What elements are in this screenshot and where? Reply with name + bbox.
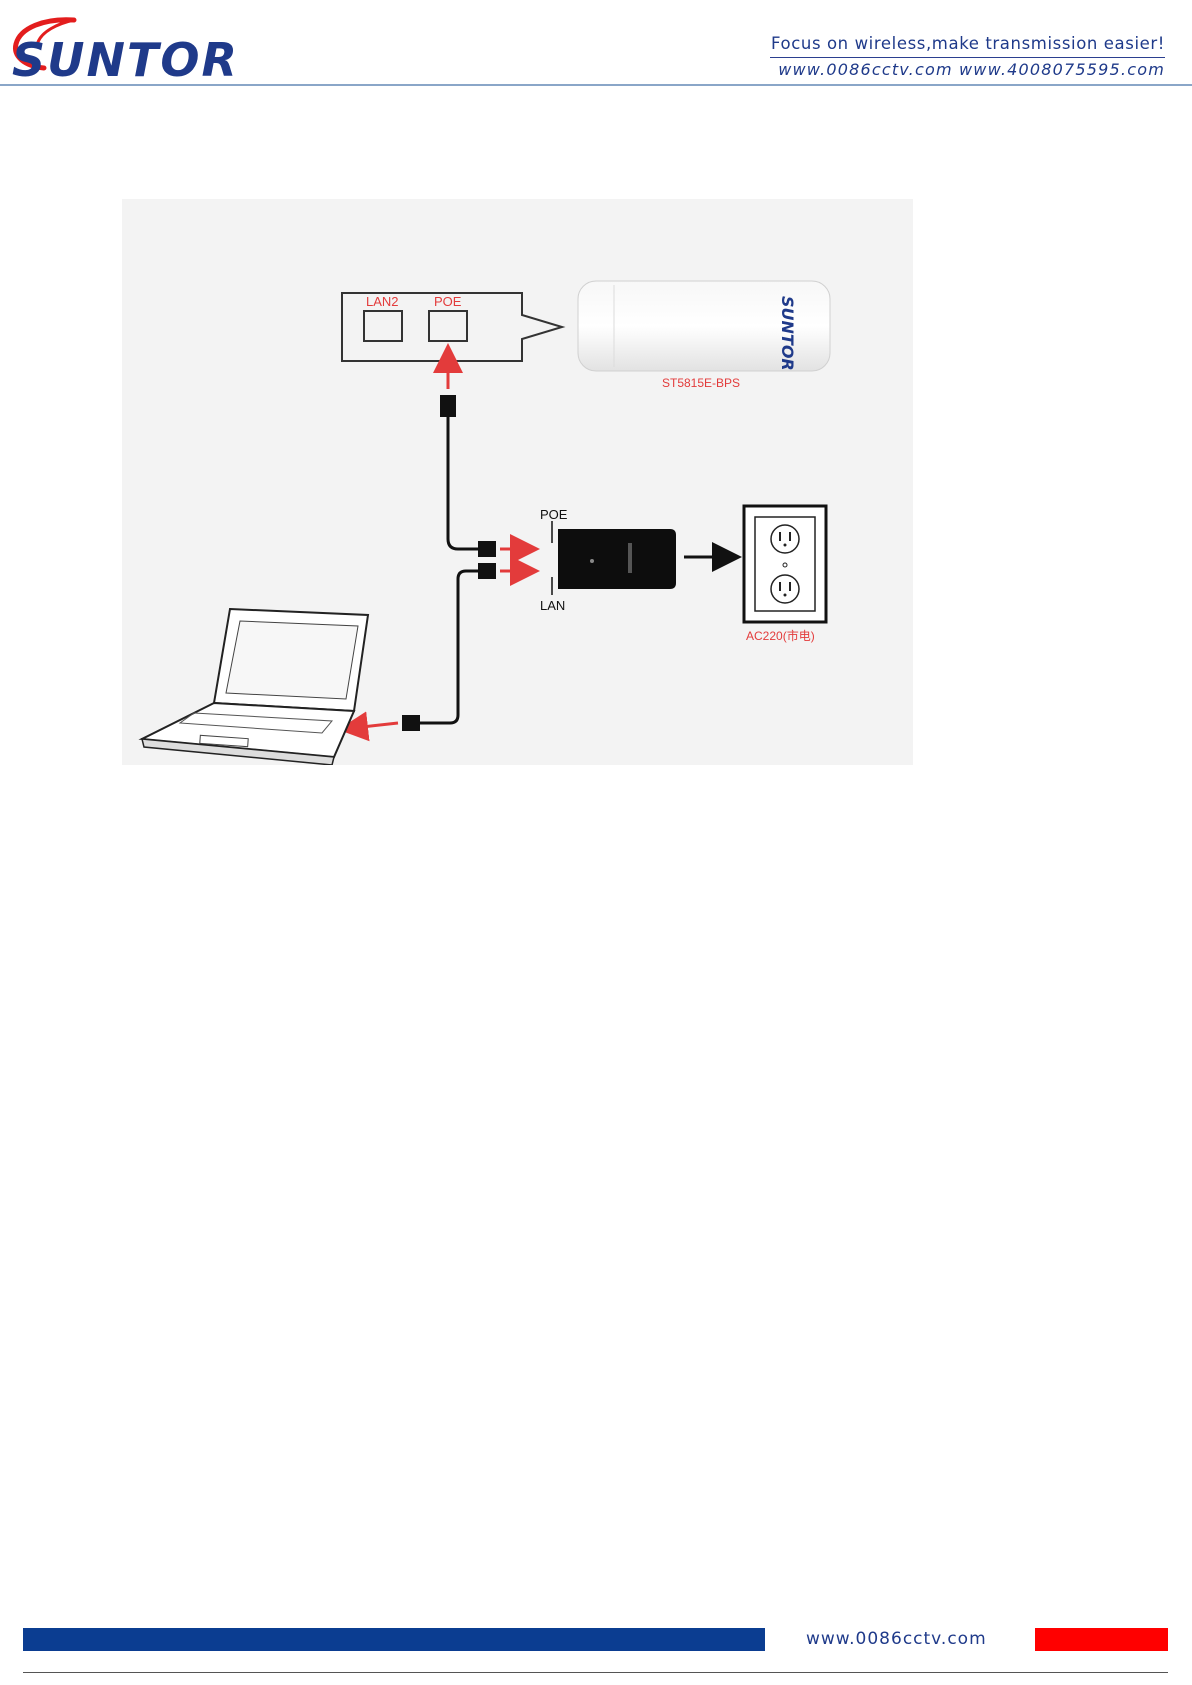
power-label: AC220(市电) xyxy=(746,628,815,643)
footer-blue-bar xyxy=(23,1628,765,1651)
injector-lan-label: LAN xyxy=(540,598,565,613)
injector-poe-label: POE xyxy=(540,507,568,522)
poe-injector: POE LAN xyxy=(540,507,736,613)
header-websites: www.0086cctv.com www.4008075595.com xyxy=(770,60,1165,79)
device-model-label: ST5815E-BPS xyxy=(662,376,740,390)
poe-label: POE xyxy=(434,294,462,309)
device-logo: SUNTOR xyxy=(778,296,797,371)
lan-cable xyxy=(344,563,534,731)
lan2-label: LAN2 xyxy=(366,294,399,309)
logo-wordmark: SUNTOR xyxy=(12,33,239,84)
poe-cable xyxy=(440,349,534,557)
footer-url: www.0086cctv.com xyxy=(806,1628,987,1651)
footer-red-bar xyxy=(1035,1628,1168,1651)
wall-outlet: AC220(市电) xyxy=(744,506,826,643)
header-divider xyxy=(0,84,1192,86)
poe-port xyxy=(429,311,467,341)
wireless-bridge-device: SUNTOR ST5815E-BPS xyxy=(578,281,830,390)
slogan: Focus on wireless,make transmission easi… xyxy=(770,34,1165,58)
laptop xyxy=(142,609,368,765)
connection-diagram: LAN2 POE SUNTOR ST5815E-BPS xyxy=(122,199,913,765)
footer-divider xyxy=(23,1672,1168,1673)
lan2-port xyxy=(364,311,402,341)
port-callout: LAN2 POE xyxy=(342,293,562,361)
suntor-logo: SUNTOR xyxy=(4,14,264,84)
